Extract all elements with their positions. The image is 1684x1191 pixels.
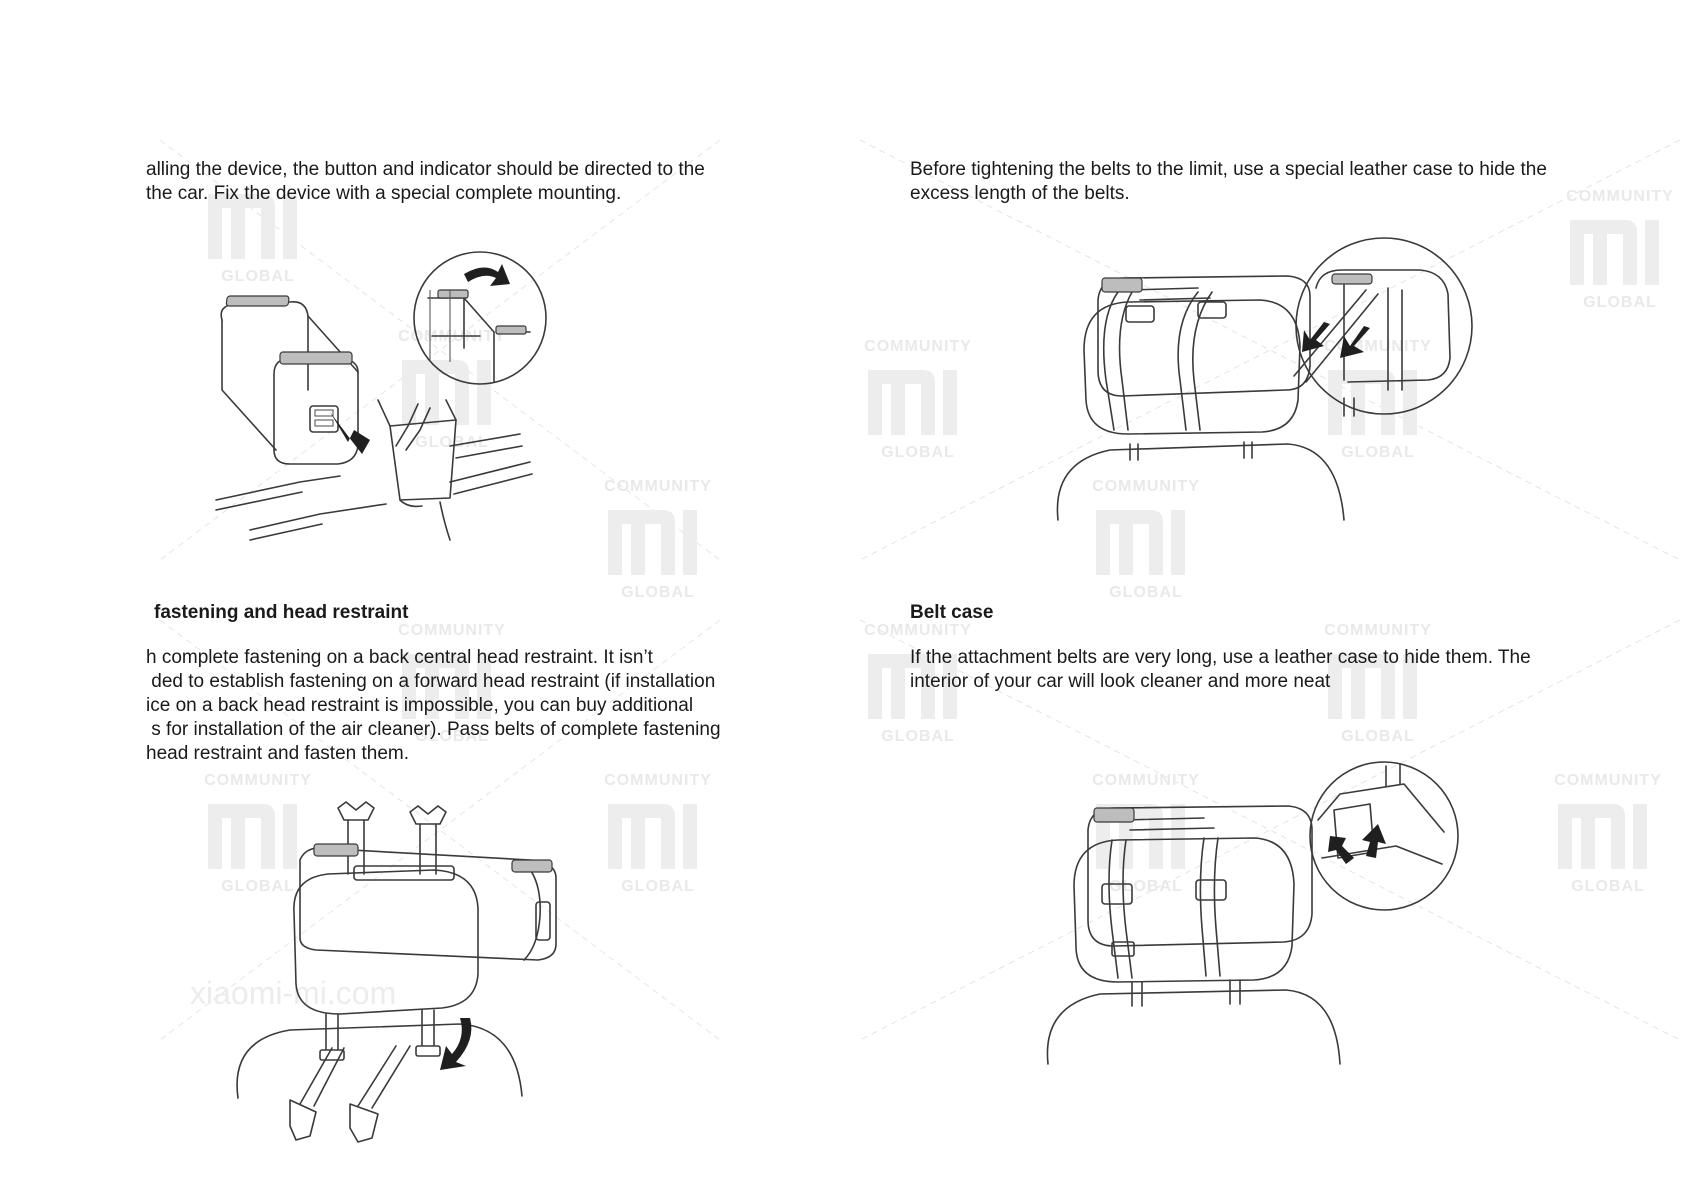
mi-logo-icon (868, 370, 957, 435)
figure-device-mounting (150, 250, 570, 555)
watermark-mi-logo: COMMUNITY GLOBAL (604, 772, 712, 895)
mi-logo-icon (1570, 220, 1659, 285)
watermark-mi-logo: COMMUNITY GLOBAL (1554, 772, 1662, 895)
right-intro-text: Before tightening the belts to the limit… (910, 159, 1547, 204)
figure-head-restraint-fastening (220, 800, 600, 1165)
belt-tightening-illustration (1056, 237, 1473, 521)
figure-belt-tightening (1048, 230, 1478, 555)
mi-logo-icon (608, 804, 697, 869)
watermark-mi-logo: COMMUNITY GLOBAL (1566, 188, 1674, 311)
left-intro-text: alling the device, the button and indica… (146, 159, 705, 204)
watermark-mi-logo: COMMUNITY GLOBAL (604, 478, 712, 601)
right-body-text: If the attachment belts are very long, u… (910, 647, 1531, 692)
mi-logo-icon (1558, 804, 1647, 869)
device-mounting-illustration (215, 251, 547, 541)
head-restraint-illustration (236, 801, 557, 1143)
figure-belt-case (1040, 760, 1480, 1105)
right-section-heading: Belt case (910, 602, 994, 623)
belt-case-illustration (1046, 761, 1459, 1065)
watermark-mi-logo: COMMUNITY GLOBAL (864, 338, 972, 461)
mi-logo-icon (608, 510, 697, 575)
left-section-heading: fastening and head restraint (154, 602, 409, 623)
left-body-text: h complete fastening on a back central h… (146, 647, 721, 764)
